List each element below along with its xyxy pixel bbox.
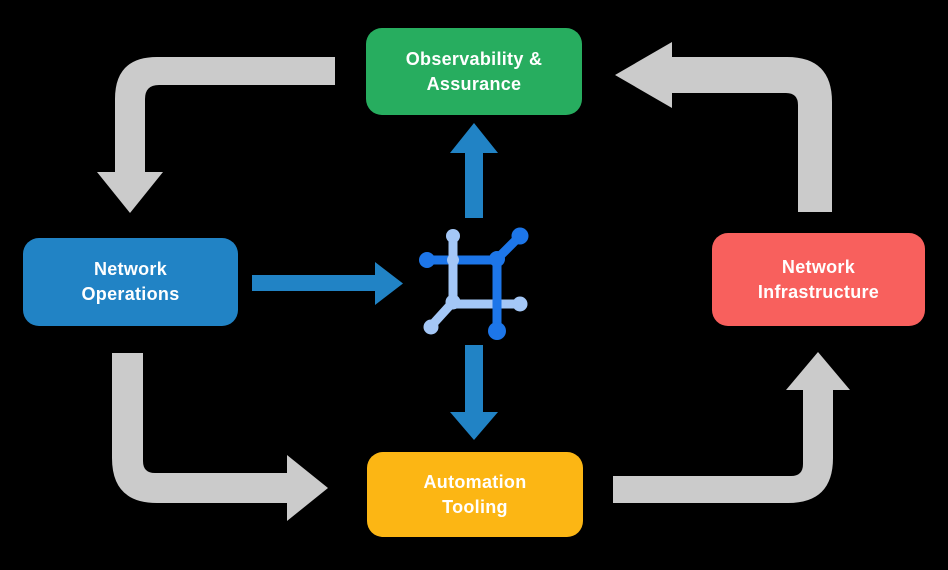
node-observability-assurance-label: Observability & Assurance — [405, 48, 543, 94]
node-automation-tooling: Automation Tooling — [367, 452, 583, 537]
arrow-operations-to-automation — [112, 353, 328, 521]
node-network-infrastructure-label: Network Infrastructure — [757, 256, 880, 302]
node-automation-tooling-label: Automation Tooling — [423, 471, 527, 517]
arrow-automation-to-infrastructure — [613, 352, 850, 503]
arrow-icon-to-automation — [450, 345, 498, 440]
node-network-infrastructure: Network Infrastructure — [712, 233, 925, 326]
arrow-infrastructure-to-observability — [615, 42, 832, 212]
node-network-operations-label: Network Operations — [81, 259, 180, 304]
node-network-operations: Network Operations — [23, 238, 238, 326]
arrow-icon-to-observability — [450, 123, 498, 218]
node-observability-assurance: Observability & Assurance — [366, 28, 582, 115]
arrow-operations-to-icon — [252, 262, 403, 305]
arrow-observability-to-operations — [97, 57, 335, 213]
network-automation-icon — [419, 227, 529, 340]
